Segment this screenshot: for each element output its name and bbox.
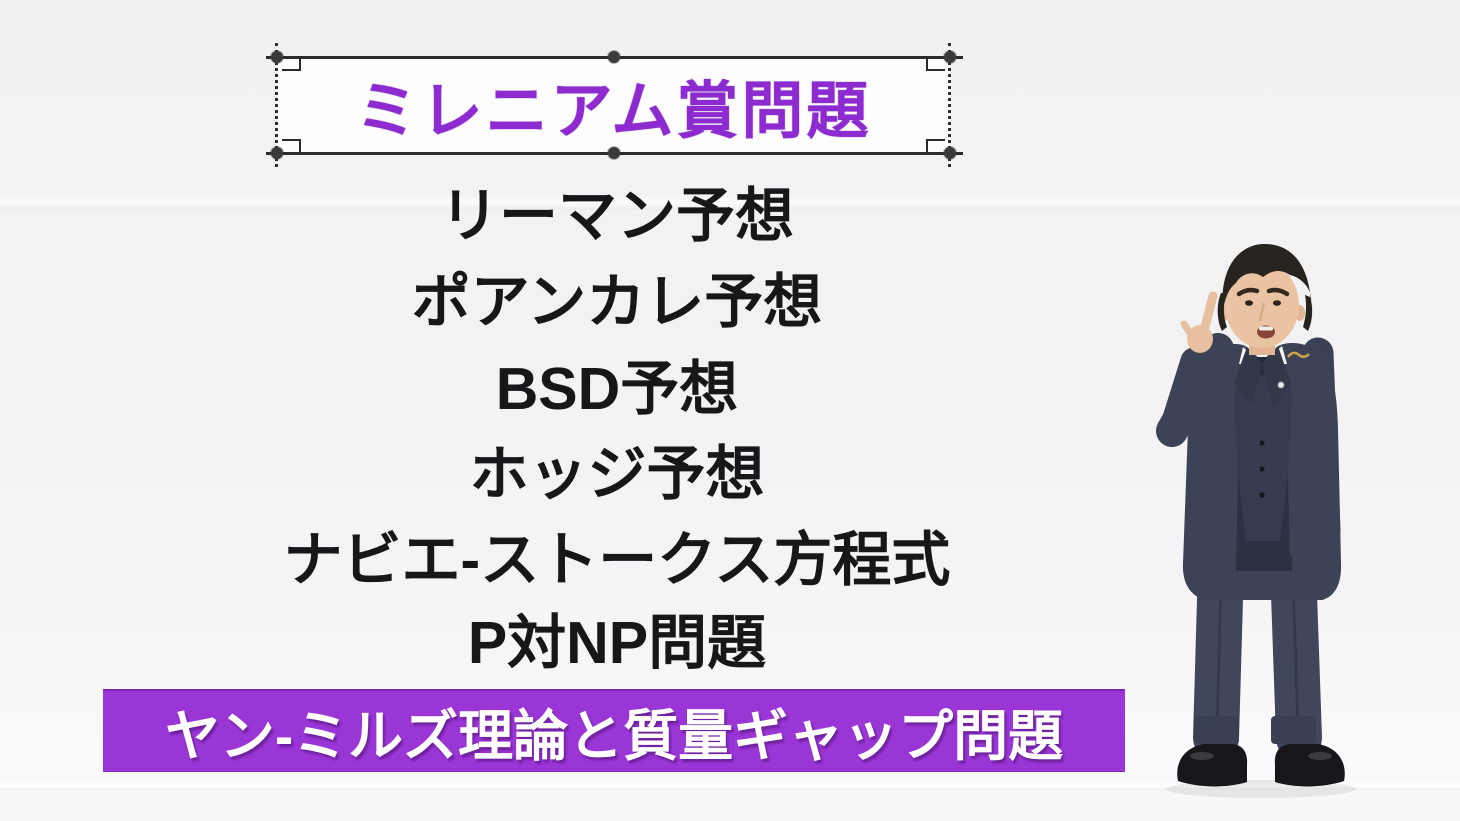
problem-item: ホッジ予想	[469, 441, 765, 507]
selection-handle-icon	[944, 51, 956, 63]
corner-bracket-icon	[926, 139, 945, 152]
selection-handle-icon	[271, 51, 283, 63]
corner-bracket-icon	[926, 58, 945, 71]
presenter-head	[1217, 243, 1313, 355]
problem-item: P対NP問題	[467, 610, 767, 676]
highlight-banner: ヤン-ミルズ理論と質量ギャップ問題	[103, 689, 1125, 772]
selection-handle-icon	[944, 147, 956, 159]
pointing-hand	[1180, 291, 1218, 353]
corner-bracket-icon	[282, 58, 301, 71]
selection-handle-icon	[607, 147, 620, 159]
problem-item: ポアンカレ予想	[411, 269, 823, 335]
title-box: ミレニアム賞問題	[266, 43, 963, 167]
presenter-hair	[1222, 243, 1312, 311]
title-box-dotted-left	[275, 43, 278, 167]
problem-item: BSD予想	[495, 356, 739, 422]
page-title: ミレニアム賞問題	[355, 77, 872, 146]
problem-item: リーマン予想	[439, 183, 794, 249]
highlight-banner-text: ヤン-ミルズ理論と質量ギャップ問題	[164, 704, 1064, 767]
title-box-background	[277, 57, 950, 153]
presenter-shoes	[1177, 744, 1345, 787]
lapel-pin-icon	[1277, 381, 1285, 389]
presenter-pointing-arm	[1156, 291, 1234, 447]
presenter-jacket	[1182, 342, 1342, 600]
presenter-photo	[1156, 243, 1356, 798]
selection-handle-icon	[607, 51, 620, 63]
title-box-dotted-right	[948, 43, 951, 167]
corner-bracket-icon	[282, 139, 301, 152]
problem-item: ナビエ-ストークス方程式	[283, 527, 951, 593]
gold-emblem-icon	[1286, 351, 1310, 358]
presenter-vest	[1234, 364, 1292, 541]
selection-handle-icon	[271, 147, 283, 159]
